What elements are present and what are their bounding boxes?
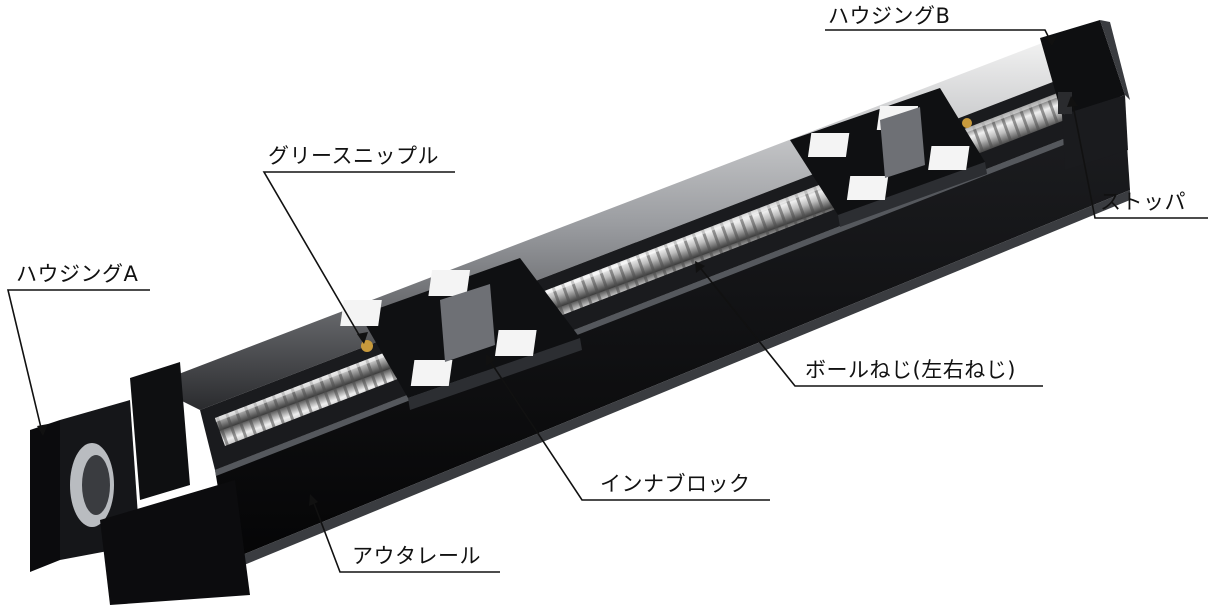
housing-a bbox=[30, 362, 250, 605]
stopper bbox=[1058, 92, 1072, 114]
arrow-icon bbox=[486, 354, 495, 366]
mount-plate-icon bbox=[410, 360, 453, 386]
arrow-icon bbox=[37, 424, 48, 436]
leader-lines bbox=[6, 29, 1208, 573]
arrow-icon bbox=[1046, 36, 1057, 46]
mount-plate-icon bbox=[807, 133, 850, 157]
housing-b bbox=[1040, 20, 1130, 170]
label-outer-rail: アウタレール bbox=[352, 544, 481, 568]
arrow-icon bbox=[357, 332, 368, 344]
arrow-icon bbox=[309, 494, 318, 506]
label-stopper: ストッパ bbox=[1100, 190, 1186, 214]
label-ball-screw: ボールねじ(左右ねじ) bbox=[805, 358, 1016, 382]
label-inner-block: インナブロック bbox=[600, 472, 751, 496]
mount-plate-icon bbox=[928, 146, 970, 170]
label-housing-a: ハウジングA bbox=[16, 262, 138, 286]
inner-block-right bbox=[790, 88, 987, 227]
arrow-icon bbox=[1067, 96, 1078, 107]
mount-plate-icon bbox=[428, 270, 471, 296]
arrow-icon bbox=[695, 261, 705, 273]
arrowheads bbox=[37, 36, 1078, 506]
mount-plate-icon bbox=[846, 176, 889, 200]
label-grease-nipple: グリースニップル bbox=[268, 144, 439, 168]
label-housing-b: ハウジングB bbox=[828, 4, 950, 28]
mount-plate-icon bbox=[494, 330, 537, 356]
